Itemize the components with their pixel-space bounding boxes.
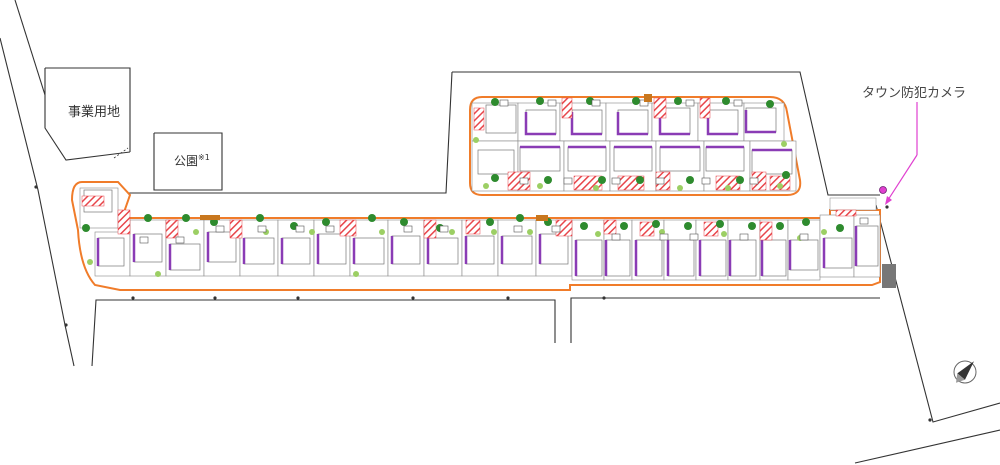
camera-marker-icon [879,102,918,205]
park-note-marker: ※1 [198,153,210,162]
park-label-text: 公園 [174,154,199,168]
south-block [70,94,896,291]
business-land-label: 事業用地 [68,105,121,120]
park-path [113,147,129,159]
park-label: 公園※1 [174,152,210,169]
security-camera-label: タウン防犯カメラ [862,86,967,101]
street-lights [34,185,932,422]
north-block [469,96,802,196]
north-arrow-icon [953,360,977,384]
